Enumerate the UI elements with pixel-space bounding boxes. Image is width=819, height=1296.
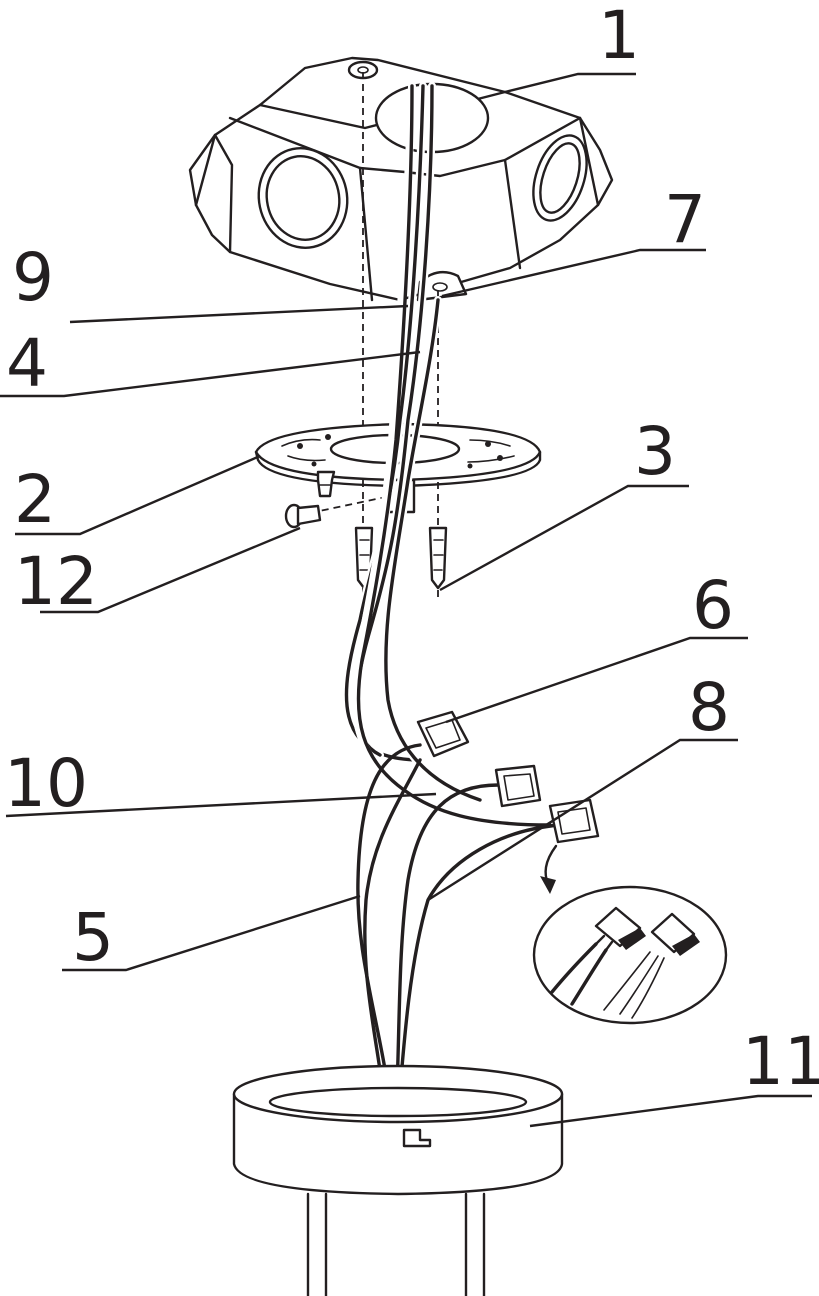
callout-3: 3 — [634, 413, 676, 490]
callout-4: 4 — [6, 325, 48, 402]
connector-a — [416, 710, 470, 758]
connector-detail-bubble — [532, 885, 728, 1025]
callout-8: 8 — [688, 669, 730, 746]
callout-10: 10 — [4, 745, 88, 822]
callout-7: 7 — [664, 181, 706, 258]
connector-c — [548, 798, 600, 844]
callout-1: 1 — [598, 0, 640, 74]
connector-b — [494, 764, 542, 808]
leader-lines — [0, 72, 812, 1128]
callout-2: 2 — [14, 461, 56, 538]
wire-bundle — [342, 82, 562, 1117]
callout-12: 12 — [14, 543, 98, 620]
canopy-base — [232, 1064, 564, 1296]
junction-box — [188, 56, 614, 302]
callouts: 1 2 3 4 5 6 7 8 9 10 11 12 — [4, 0, 819, 1100]
detail-arrow — [540, 844, 558, 894]
side-screw — [284, 503, 322, 529]
callout-9: 9 — [12, 239, 54, 316]
callout-6: 6 — [692, 567, 734, 644]
callout-5: 5 — [72, 899, 114, 976]
callout-11: 11 — [742, 1023, 819, 1100]
